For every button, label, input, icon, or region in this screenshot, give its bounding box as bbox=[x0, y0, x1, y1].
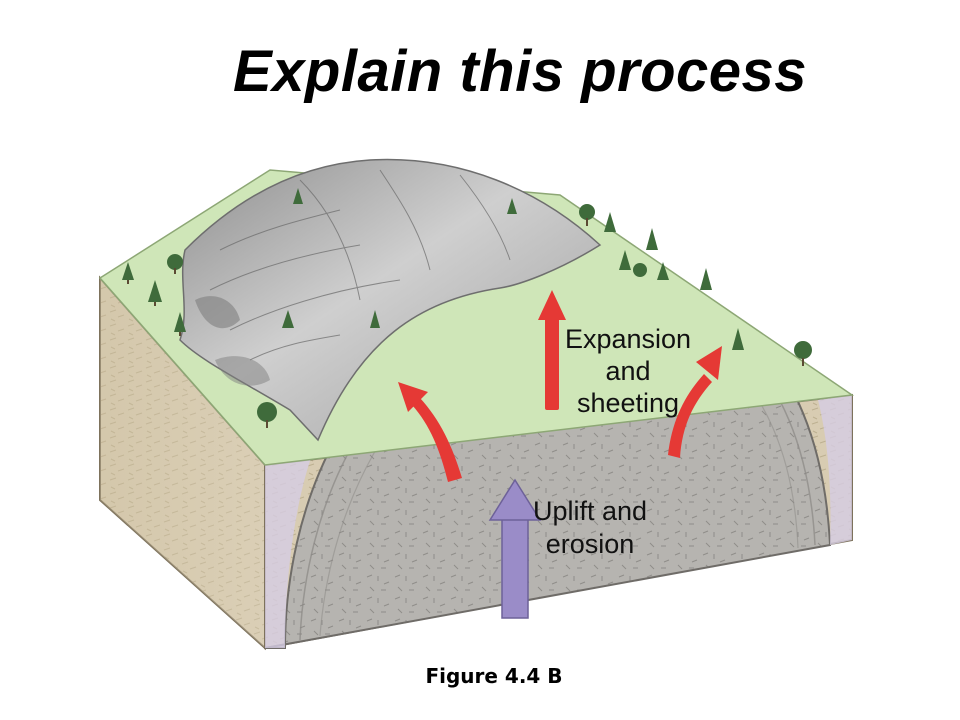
label-uplift-2: erosion bbox=[546, 529, 635, 559]
tree bbox=[507, 198, 517, 214]
tree bbox=[604, 212, 616, 232]
tree bbox=[282, 310, 294, 328]
tree bbox=[122, 262, 134, 284]
expansion-arrows bbox=[398, 290, 722, 482]
tree bbox=[167, 254, 183, 274]
tree bbox=[732, 328, 744, 350]
label-uplift-1: Uplift and bbox=[533, 496, 647, 526]
trees bbox=[122, 188, 812, 428]
label-expansion-2: and bbox=[605, 356, 650, 386]
tree bbox=[633, 263, 647, 277]
uplift-arrow bbox=[488, 478, 542, 619]
tree bbox=[657, 262, 669, 280]
tree bbox=[700, 268, 712, 290]
exposed-dome-rock bbox=[179, 158, 602, 442]
slide-title: Explain this process bbox=[232, 39, 808, 104]
tree bbox=[293, 188, 303, 204]
label-expansion-3: sheeting bbox=[577, 388, 679, 418]
expansion-arrow-left bbox=[412, 398, 462, 482]
expansion-arrow-center bbox=[545, 318, 559, 410]
expansion-arrow-right bbox=[668, 374, 712, 458]
tree bbox=[794, 341, 812, 366]
tree bbox=[174, 312, 186, 336]
tree bbox=[148, 280, 162, 306]
tree bbox=[370, 310, 380, 328]
label-expansion-1: Expansion bbox=[565, 324, 691, 354]
figure-caption: Figure 4.4 B bbox=[425, 664, 563, 688]
tree bbox=[646, 228, 658, 250]
tree bbox=[579, 204, 595, 226]
tree bbox=[257, 402, 277, 428]
tree bbox=[619, 250, 631, 270]
